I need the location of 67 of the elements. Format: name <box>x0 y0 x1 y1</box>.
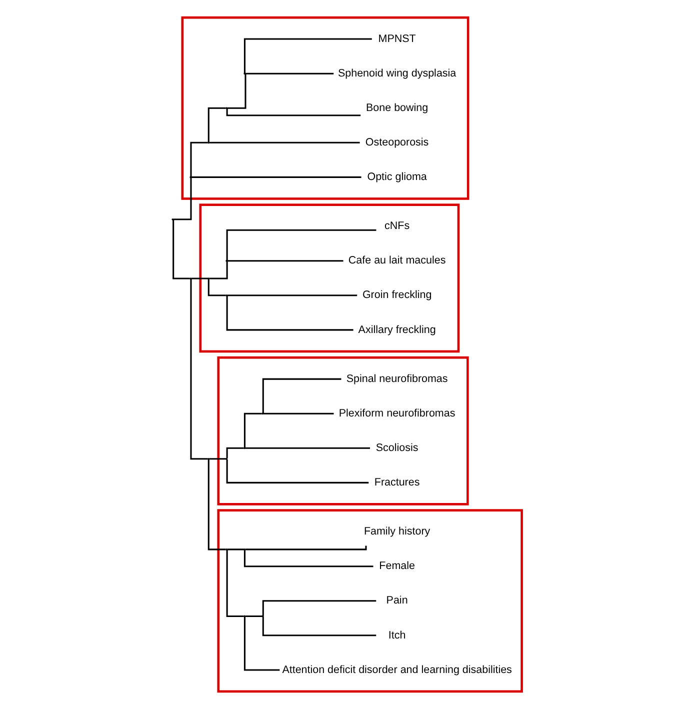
connector <box>227 548 244 550</box>
connector <box>244 550 374 568</box>
node-text: Osteoporosis <box>365 136 429 148</box>
node-text: Attention deficit disorder and learning disabilities <box>282 664 512 676</box>
node-point <box>208 278 210 280</box>
connector <box>209 142 360 144</box>
node-point <box>172 218 174 220</box>
node-point <box>262 615 264 618</box>
node-text: Spinal neurofibromas <box>346 372 448 385</box>
node-text: Scoliosis <box>376 442 418 454</box>
connector <box>245 546 367 550</box>
node-point <box>208 458 210 460</box>
connector <box>226 296 354 331</box>
node-point <box>262 412 264 415</box>
node-text: Family history <box>364 526 430 538</box>
cluster <box>181 16 470 200</box>
node-text: Fractures <box>374 476 420 489</box>
connector <box>226 550 244 617</box>
node-text: Cafe au lait macules <box>348 254 446 267</box>
connector <box>245 615 262 617</box>
node-text: Groin freckling <box>362 289 432 302</box>
node-text: Bone bowing <box>366 102 428 114</box>
connector <box>227 294 358 296</box>
connector <box>208 107 226 142</box>
connector <box>244 412 262 448</box>
connector <box>208 279 226 296</box>
connector <box>226 459 369 484</box>
connector <box>191 176 362 178</box>
connector <box>263 412 334 414</box>
node-text: Optic glioma <box>367 171 427 184</box>
node-point <box>226 458 228 460</box>
node-text: Itch <box>388 629 406 642</box>
node-text: Sphenoid wing dysplasia <box>338 67 456 80</box>
connector <box>190 142 208 177</box>
connector <box>191 278 208 280</box>
node-text: Plexiform neurofibromas <box>338 407 456 420</box>
node-text: cNFs <box>384 220 410 232</box>
connector <box>245 447 370 449</box>
node-point <box>244 72 246 75</box>
node-point <box>190 278 192 280</box>
node-point <box>208 142 210 144</box>
node-point <box>190 176 192 178</box>
node-text: Axillary freckling <box>358 324 436 336</box>
connector <box>227 260 344 262</box>
connector <box>245 72 334 74</box>
node-point <box>244 615 246 618</box>
node-point <box>226 548 228 550</box>
node-point <box>226 107 228 110</box>
node-text: Pain <box>386 594 408 607</box>
node-point <box>226 260 228 262</box>
connector <box>244 616 280 671</box>
connector <box>208 459 226 550</box>
connector <box>173 178 192 220</box>
node-text: Female <box>379 560 415 572</box>
cluster <box>217 509 523 693</box>
connector <box>226 447 244 458</box>
connector <box>190 279 208 460</box>
cluster <box>199 204 460 353</box>
node-text: MPNST <box>378 32 416 45</box>
connector <box>209 458 226 460</box>
cluster <box>217 356 469 506</box>
connector <box>262 378 342 414</box>
connector <box>244 38 372 73</box>
node-point <box>226 294 228 296</box>
node-point <box>244 548 246 550</box>
node-point <box>244 447 246 450</box>
connector <box>209 261 228 280</box>
